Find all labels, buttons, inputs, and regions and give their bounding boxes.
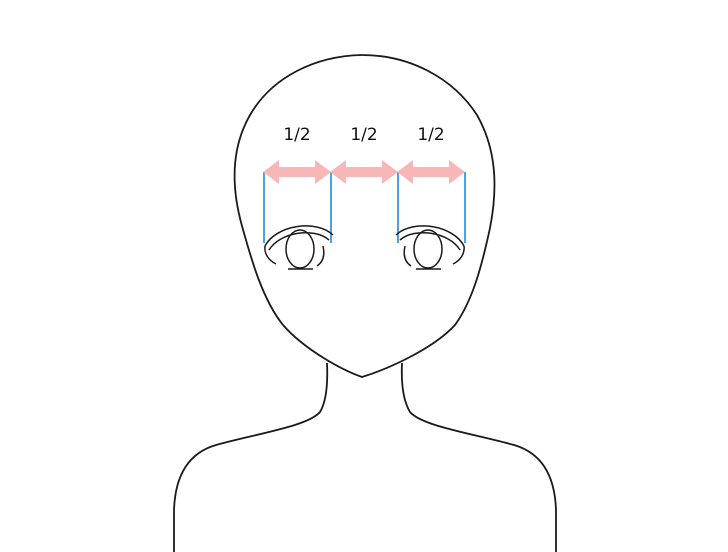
left-eye-upper-lid (264, 225, 334, 247)
left-eye-lid-inner (268, 232, 330, 251)
arrow-middle (330, 160, 398, 184)
arrow-left (263, 160, 331, 184)
measurement-arrows (263, 160, 465, 184)
right-eye (395, 225, 465, 270)
right-eye-outer-crease (452, 245, 465, 265)
guide-lines (263, 172, 466, 243)
label-gap-right: 1/2 (417, 125, 444, 145)
right-eye-inner-corner (403, 245, 412, 267)
label-gap-left: 1/2 (283, 125, 310, 145)
right-eye-lid-inner (399, 232, 461, 251)
arrow-right (397, 160, 465, 184)
neck-right (400, 362, 557, 552)
left-eye (264, 225, 334, 270)
left-eye-outer-crease (264, 245, 277, 265)
neck-left (173, 362, 329, 552)
head-outline (233, 54, 496, 378)
right-eye-upper-lid (395, 225, 465, 247)
label-gap-middle: 1/2 (350, 125, 377, 145)
left-eye-iris (285, 229, 315, 269)
left-eye-inner-corner (316, 245, 325, 267)
right-eye-iris (413, 229, 443, 269)
